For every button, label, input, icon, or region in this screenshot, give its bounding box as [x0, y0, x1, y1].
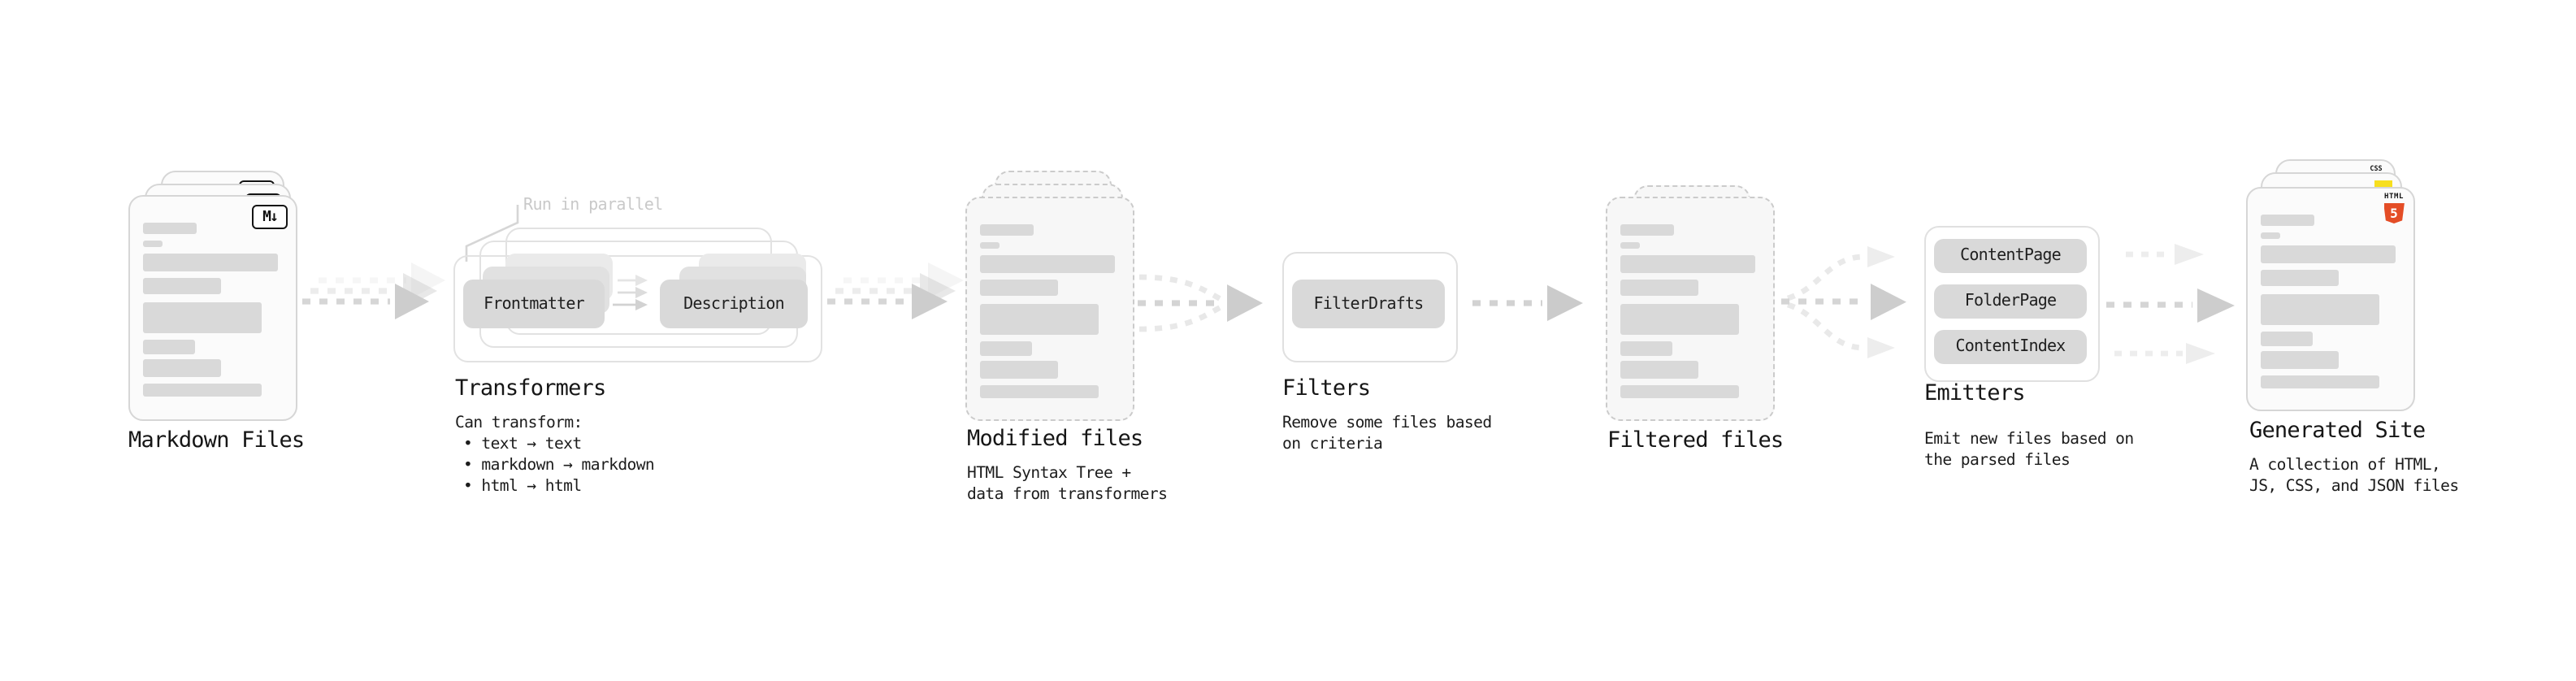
doc-text-bar [143, 278, 221, 294]
doc-text-bar [143, 241, 163, 247]
arrow-modified-to-filters [1138, 274, 1263, 332]
emitters-caption: Emit new files based on the parsed files [1924, 431, 2134, 470]
doc-text-bar [2261, 245, 2396, 263]
html5-icon-shield: 5 [2383, 202, 2405, 223]
markdown-file-card-front: M↓ [128, 195, 297, 421]
filters-label: Filters [1282, 375, 1371, 401]
filtered-files-label: Filtered files [1607, 427, 1784, 453]
css-icon-label: CSS [2370, 164, 2383, 172]
doc-text-bar [980, 304, 1099, 335]
arrow-transformers-to-modified [827, 262, 964, 319]
transformer-group-front [453, 255, 822, 362]
contentindex-pill: ContentIndex [1934, 329, 2087, 364]
doc-text-bar [1620, 242, 1640, 249]
doc-text-bar [980, 255, 1115, 273]
doc-text-bar [2261, 215, 2314, 226]
doc-text-bar [980, 224, 1034, 236]
transformers-bullet-1: • text → text [463, 436, 582, 453]
markdown-icon: M↓ [252, 205, 288, 229]
doc-text-bar [1620, 224, 1674, 236]
markdown-files-label: Markdown Files [128, 427, 305, 453]
transformers-bullet-2: • markdown → markdown [463, 457, 655, 475]
modified-files-label: Modified files [967, 426, 1143, 452]
emitters-label: Emitters [1924, 380, 2025, 406]
filterdrafts-pill: FilterDrafts [1292, 280, 1445, 328]
run-in-parallel-leader-line [465, 205, 519, 262]
doc-text-bar [143, 302, 262, 333]
doc-text-bar [1620, 304, 1739, 335]
doc-text-bar [1620, 255, 1755, 273]
generated-site-label: Generated Site [2249, 418, 2426, 444]
doc-text-bar [980, 361, 1058, 379]
doc-text-bar [143, 254, 278, 271]
arrow-filters-to-filtered [1472, 285, 1583, 321]
doc-text-bar [2261, 270, 2339, 286]
doc-text-bar [143, 359, 221, 377]
modified-files-caption: HTML Syntax Tree + data from transformer… [967, 465, 1168, 504]
doc-text-bar [143, 223, 197, 234]
html5-icon-word: HTML [2383, 193, 2405, 202]
arrow-emitters-to-generated [2106, 244, 2235, 364]
doc-text-bar [980, 385, 1099, 398]
transformers-bullet-3: • html → html [463, 478, 582, 496]
arrow-filtered-to-emitters [1781, 246, 1906, 358]
generated-site-caption: A collection of HTML, JS, CSS, and JSON … [2249, 457, 2459, 496]
generated-file-card-front: HTML 5 [2246, 187, 2415, 411]
doc-text-bar [2261, 375, 2379, 388]
doc-text-bar [980, 242, 1000, 249]
folderpage-pill: FolderPage [1934, 284, 2087, 319]
run-in-parallel-note: Run in parallel [523, 197, 663, 215]
doc-text-bar [1620, 280, 1698, 296]
filtered-file-card-front [1606, 197, 1775, 421]
doc-text-bar [2261, 232, 2280, 239]
modified-file-card-front [965, 197, 1134, 421]
parallel-arrows-icon [613, 275, 648, 310]
transformers-caption-title: Can transform: [455, 414, 583, 432]
doc-text-bar [2261, 351, 2339, 369]
frontmatter-pill: Frontmatter [463, 280, 605, 328]
doc-text-bar [2261, 332, 2313, 346]
html5-icon: HTML 5 [2383, 193, 2405, 223]
doc-text-bar [143, 384, 262, 397]
arrow-markdown-to-transformers [302, 262, 445, 319]
doc-text-bar [1620, 341, 1672, 356]
doc-text-bar [143, 340, 195, 354]
doc-text-bar [1620, 385, 1739, 398]
doc-text-bar [1620, 361, 1698, 379]
doc-text-bar [980, 280, 1058, 296]
contentpage-pill: ContentPage [1934, 238, 2087, 273]
doc-text-bar [2261, 294, 2379, 325]
description-pill: Description [660, 280, 808, 328]
doc-text-bar [980, 341, 1032, 356]
transformers-label: Transformers [455, 375, 606, 401]
html5-icon-number: 5 [2390, 206, 2398, 220]
filters-caption: Remove some files based on criteria [1282, 414, 1492, 453]
